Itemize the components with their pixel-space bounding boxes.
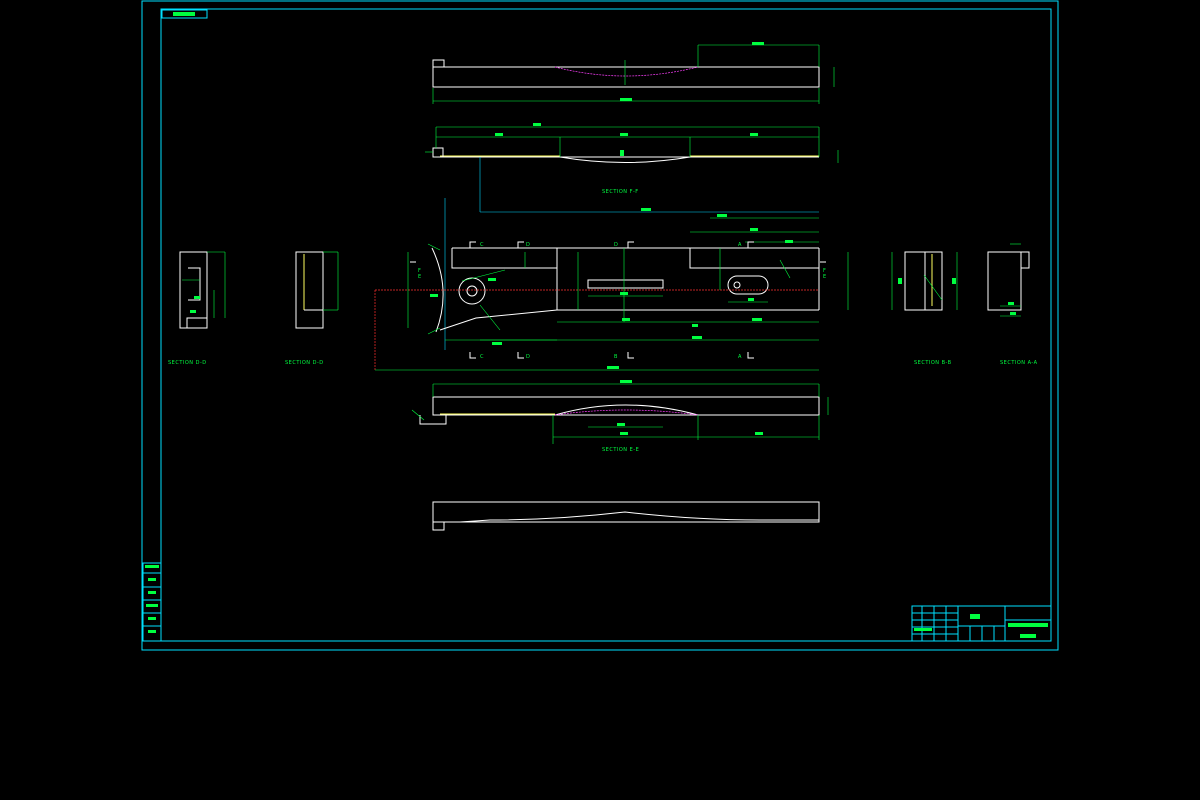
cut-mark-a-top: A [738,242,742,248]
section-dd-second-view[interactable]: SECTION D-D [285,251,339,366]
cut-mark-d-top: D [526,242,530,248]
section-dd-second-label: SECTION D-D [285,360,324,366]
corner-tag-fill [173,12,195,16]
section-bb-label: SECTION B-B [914,360,952,366]
section-ee-view[interactable]: SECTION E-E [411,380,829,453]
section-bb-view[interactable]: SECTION B-B [891,251,958,366]
sheet-inner-border [160,8,1052,642]
cut-mark-c-top: C [480,242,484,248]
section-aa-view[interactable]: SECTION A-A [987,243,1038,366]
corner-tag-box [161,9,208,19]
cut-mark-d2-top: D [614,242,618,248]
section-aa-label: SECTION A-A [1000,360,1038,366]
section-ff-view[interactable]: SECTION F-F [425,123,839,213]
sheet-outer-border [141,0,1059,651]
section-ff-label: SECTION F-F [602,189,639,195]
section-ee-label: SECTION E-E [602,447,639,453]
cut-mark-e-left: E [418,274,422,280]
top-view-1[interactable] [432,42,835,104]
cut-mark-e-right: E [823,274,827,280]
section-dd-left-label: SECTION D-D [168,360,207,366]
main-plan-view[interactable]: C C D D D B A A F F E E [374,198,849,371]
cut-mark-d-bottom: D [526,354,530,360]
cut-mark-f-left: F [418,268,421,274]
title-block [911,605,1052,642]
section-dd-left-view[interactable]: SECTION D-D [168,251,226,366]
revision-strip [142,562,162,642]
bottom-view[interactable] [432,501,820,531]
cut-mark-b-top: B [614,354,618,360]
cut-mark-c-bottom: C [480,354,484,360]
cut-mark-a-bottom: A [738,354,742,360]
cut-mark-f-right: F [823,268,826,274]
